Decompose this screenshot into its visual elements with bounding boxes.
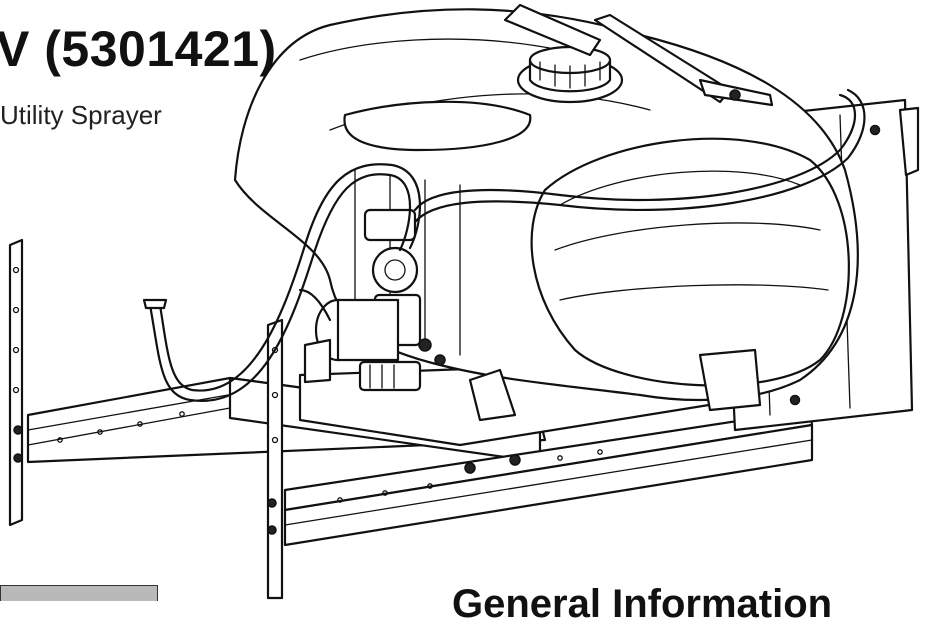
tank-saddles [303,338,762,422]
left-mount-bracket [8,238,24,527]
hoses [142,88,866,402]
model-title: V (5301421) [0,21,277,77]
sprayer-illustration [8,3,920,600]
section-heading: General Information [452,582,833,626]
section-tab [0,585,158,601]
product-subtitle: Utility Sprayer [0,100,162,130]
spray-gun [503,3,774,107]
center-mount-bracket [266,318,284,600]
filler-cap [516,45,624,104]
